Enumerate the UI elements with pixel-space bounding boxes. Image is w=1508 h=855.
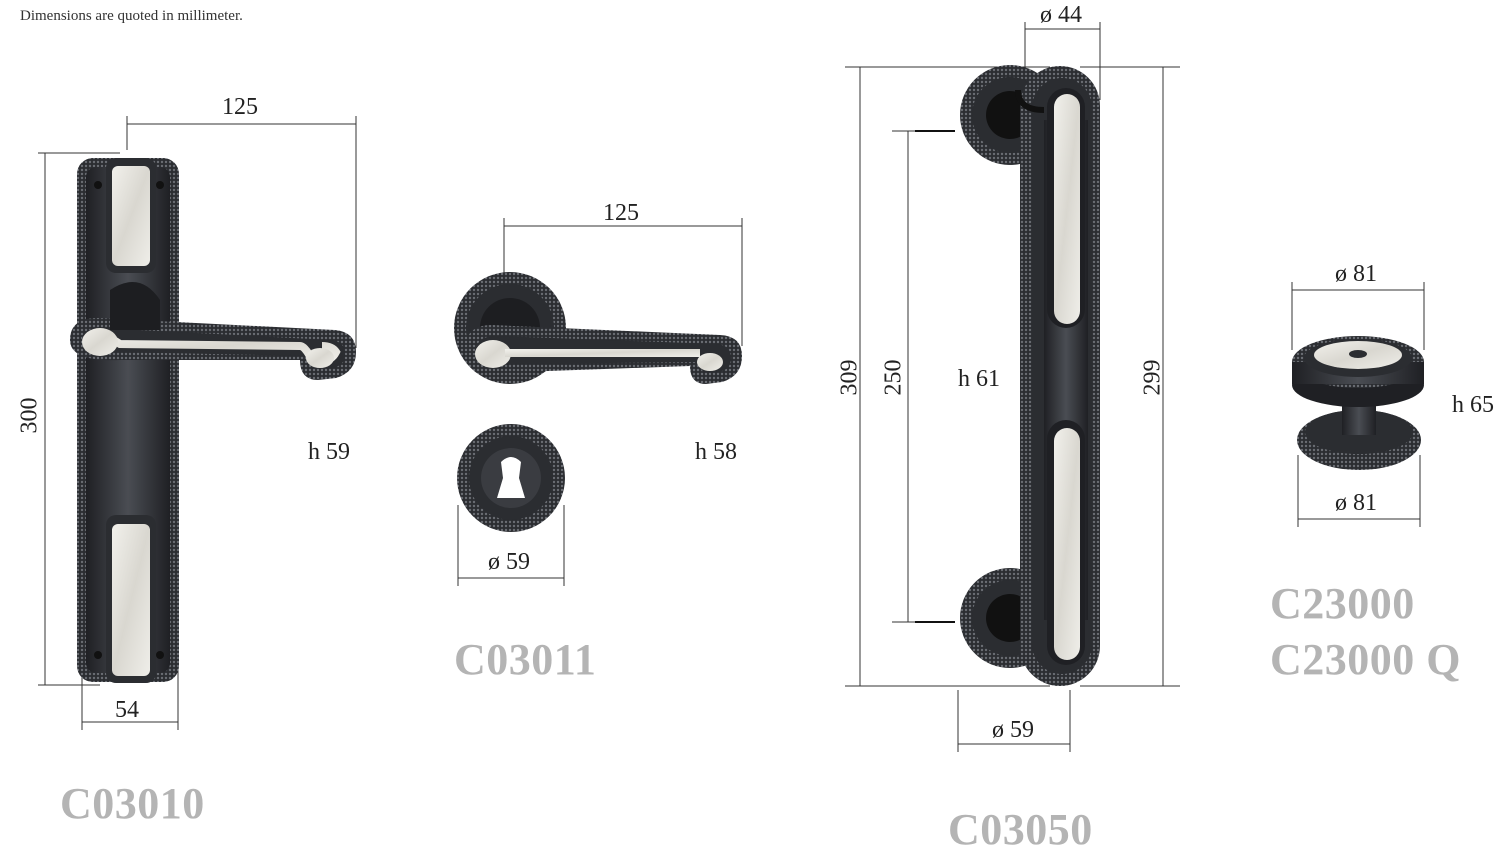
c03050-overall-dim: 309 [836,359,863,396]
c23000q-code: C23000 Q [1270,635,1461,684]
c03010-drawing [38,116,357,730]
c23000-bottom-diam-dim: ø 81 [1335,490,1377,516]
c03011-code: C03011 [454,635,597,684]
c03050-length-dim: 299 [1139,359,1166,396]
c23000-code: C23000 [1270,579,1415,628]
c03010-height-dim: 300 [16,397,43,434]
c03011-drawing [454,218,743,586]
c03050-top-diam-dim: ø 44 [1040,2,1082,28]
c03050-base-diam-dim: ø 59 [992,717,1034,743]
c23000-top-diam-dim: ø 81 [1335,261,1377,287]
c03050-code: C03050 [948,805,1093,854]
c03010-code: C03010 [60,779,205,828]
c03050-drawing [845,22,1180,752]
c23000-h-dim: h 65 [1452,392,1494,418]
c03010-length-dim: 125 [222,94,258,120]
c03050-h-dim: h 61 [958,366,1000,392]
dimensions-note: Dimensions are quoted in millimeter. [20,8,243,24]
c03010-width-dim: 54 [115,697,139,723]
c03011-h-dim: h 58 [695,439,737,465]
c03010-h-dim: h 59 [308,439,350,465]
c03011-length-dim: 125 [603,200,639,226]
c03050-center-dim: 250 [880,359,907,396]
c03011-rosette-dim: ø 59 [488,549,530,575]
c23000-drawing [1291,282,1425,527]
